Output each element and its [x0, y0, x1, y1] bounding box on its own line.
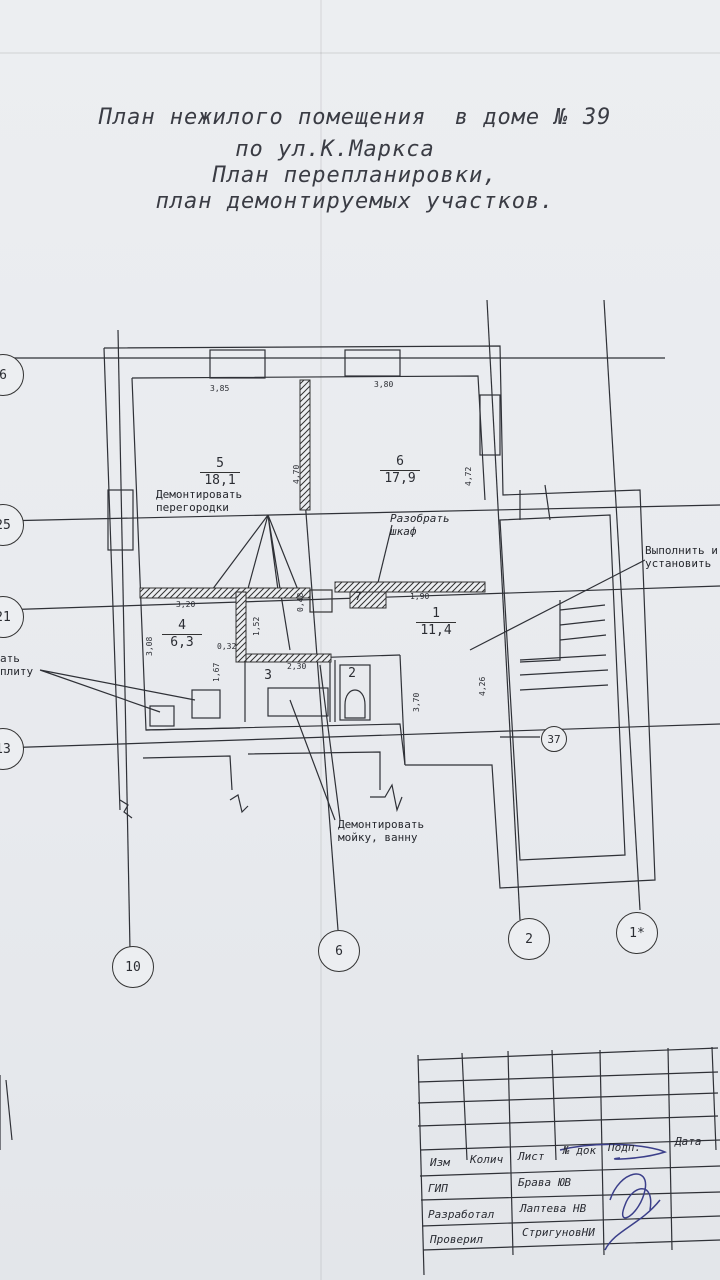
dim-label: 4,70 [292, 464, 301, 484]
tb-gip-name: Брава ЮВ [518, 1176, 571, 1189]
room-1-number: 1 [432, 606, 440, 621]
tb-header-data: Дата [675, 1135, 702, 1148]
room-3-number: 3 [264, 668, 272, 683]
dim-label: 0,32 [217, 642, 237, 651]
room-1-area: 11,4 [416, 622, 456, 638]
dim-label: 1,90 [410, 592, 430, 601]
dim-label: 1,52 [252, 616, 261, 636]
note-stove: ать плиту [0, 652, 34, 678]
dim-label: 2,30 [287, 662, 307, 671]
dim-label: 1,67 [212, 662, 221, 682]
tb-header-podp: Подп. [608, 1141, 642, 1154]
dim-label: 3,08 [145, 636, 154, 656]
dim-label: 3,85 [210, 384, 230, 393]
room-4-number: 4 [178, 618, 186, 633]
room-7-number: 7 [354, 590, 362, 603]
room-5-number: 5 [216, 456, 224, 471]
tb-gip-role: ГИП [428, 1182, 448, 1195]
title-line-1: План нежилого помещения в доме № 39 [98, 105, 612, 130]
title-line-3: План перепланировки, [212, 163, 498, 188]
tb-header-ndok: № док [563, 1144, 597, 1157]
dim-label: 4,72 [464, 466, 473, 486]
tb-dev-name: Лаптева НВ [520, 1202, 587, 1215]
note-demolish-partitions: Демонтировать перегородки [156, 488, 243, 514]
note-demolish-sink-bath: Демонтировать мойку, ванну [338, 818, 425, 844]
tb-dev-role: Разработал [428, 1208, 495, 1221]
dim-label: 0,48 [296, 592, 305, 612]
note-remove-cabinet: Разобрать шкаф [390, 512, 450, 538]
room-6-number: 6 [396, 454, 404, 469]
tb-header-izm: Изм [430, 1156, 450, 1169]
dim-label: 3,20 [176, 600, 196, 609]
tb-chk-role: Проверил [430, 1233, 483, 1246]
room-2-number: 2 [348, 666, 356, 681]
axis-bubble-2: 2 [508, 918, 550, 960]
tb-header-kolich: Колич [470, 1153, 504, 1166]
dim-label: 3,70 [412, 692, 421, 712]
dim-label: 4,26 [478, 676, 487, 696]
paper-fold [320, 0, 322, 1280]
room-6-area: 17,9 [380, 470, 420, 486]
tb-chk-name: СтригуновНИ [522, 1226, 595, 1239]
paper-fold [0, 52, 720, 54]
room-4-area: 6,3 [162, 634, 202, 650]
axis-bubble-37: 37 [541, 726, 567, 752]
room-5-area: 18,1 [200, 472, 240, 488]
note-execute-install: Выполнить и установить [645, 544, 718, 570]
axis-bubble-10: 10 [112, 946, 154, 988]
title-line-4: план демонтируемых участков. [155, 189, 555, 214]
axis-bubble-1: 1* [616, 912, 658, 954]
title-line-2: по ул.К.Маркса [235, 137, 435, 162]
axis-bubble-6b: 6 [318, 930, 360, 972]
tb-header-list: Лист [518, 1150, 545, 1163]
dim-label: 3,80 [374, 380, 394, 389]
